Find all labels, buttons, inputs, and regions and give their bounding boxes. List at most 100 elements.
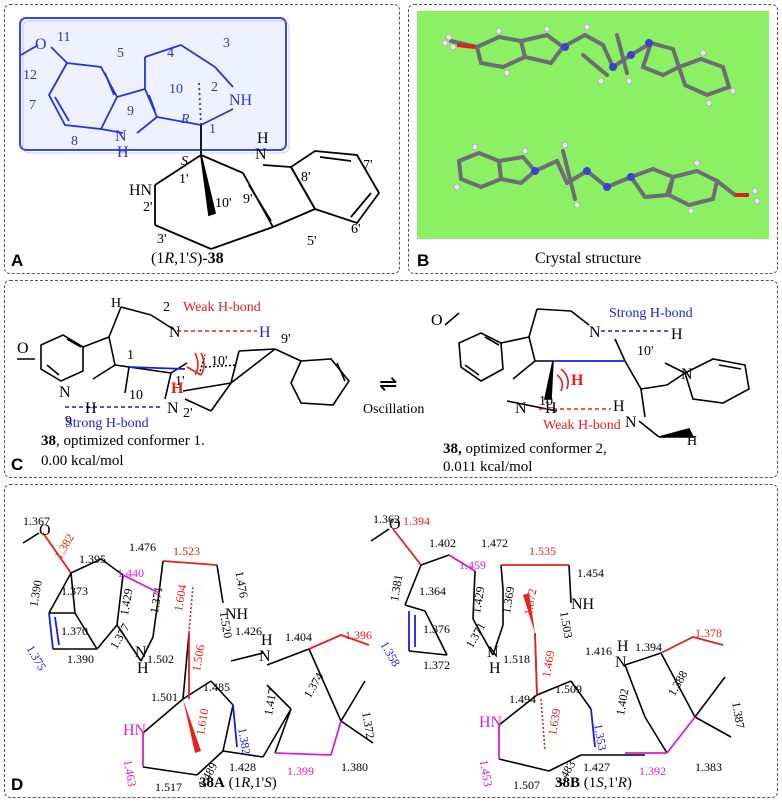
c2-h-bottom: H xyxy=(687,434,697,449)
label-nh2: NH xyxy=(229,92,253,109)
a-1506: 1.506 xyxy=(189,643,207,672)
a-h9p: H xyxy=(261,632,273,649)
c2-strong-label: Strong H-bond xyxy=(609,306,693,321)
a-1476a: 1.476 xyxy=(129,540,156,554)
a-1428: 1.428 xyxy=(229,760,256,774)
a-1373: 1.373 xyxy=(61,584,88,598)
a-1404: 1.404 xyxy=(285,630,312,644)
label-s: S xyxy=(181,154,188,169)
c1-2p: 2' xyxy=(183,406,193,421)
a-h9: H xyxy=(137,660,149,677)
a-1501: 1.501 xyxy=(151,690,178,704)
panel-letter-c: C xyxy=(11,455,24,474)
b-1388: 1.388 xyxy=(665,668,691,698)
c2-n2p: N xyxy=(625,414,637,431)
b-nh2: NH xyxy=(571,596,595,613)
c1-nh-h: H xyxy=(85,400,97,417)
a-1372: 1.372 xyxy=(359,711,377,740)
b-1494: 1.494 xyxy=(509,692,536,706)
b-1427: 1.427 xyxy=(583,760,610,774)
b-1429: 1.429 xyxy=(469,585,487,614)
b-1639: 1.639 xyxy=(545,707,563,736)
b-1402: 1.402 xyxy=(429,536,456,550)
conformer1-caption: 38, optimized conformer 1. xyxy=(41,433,205,449)
c2-10p: 10' xyxy=(637,344,654,359)
b-1362: 1.362 xyxy=(373,512,400,526)
b-1454: 1.454 xyxy=(577,566,604,580)
a-1523: 1.523 xyxy=(173,544,200,558)
label-7: 7 xyxy=(29,98,36,113)
label-h9: H xyxy=(117,144,129,161)
b-1358: 1.358 xyxy=(377,639,403,669)
a-1382: 1.382 xyxy=(51,531,77,561)
a-1370: 1.370 xyxy=(61,624,88,638)
c1-nh: N xyxy=(59,384,71,401)
c1-blue-h: H xyxy=(259,324,271,341)
a-o: O xyxy=(39,522,51,539)
b-1364: 1.364 xyxy=(419,584,446,598)
c2-hn: H xyxy=(613,398,625,415)
c1-10p: 10' xyxy=(211,354,228,369)
b-1392: 1.392 xyxy=(639,764,666,778)
conformer2-caption: 38, optimized conformer 2, xyxy=(443,441,607,457)
b-o: O xyxy=(389,516,401,533)
label-11: 11 xyxy=(57,30,70,45)
c1-strong-label: Strong H-bond xyxy=(65,416,149,431)
a-n9: N xyxy=(135,644,147,661)
b-1503: 1.503 xyxy=(557,610,575,639)
c1-red-h: H xyxy=(171,380,184,397)
crystal-structure-image xyxy=(417,11,769,239)
a-1382b: 1.382 xyxy=(235,727,253,756)
b-1369: 1.369 xyxy=(499,585,517,614)
panel-c: H 2 N 9' 1 1' 10 10' O N 9 N 2' H H H We… xyxy=(4,280,778,478)
label-10p: 10' xyxy=(215,196,232,211)
b-1383: 1.383 xyxy=(695,760,722,774)
c1-weak-label: Weak H-bond xyxy=(183,300,261,315)
label-6p: 6' xyxy=(351,222,361,237)
b-1459: 1.459 xyxy=(459,558,486,572)
a-1396: 1.396 xyxy=(345,628,372,642)
b-n9p: N xyxy=(615,654,627,671)
panel-b-caption: Crystal structure xyxy=(535,250,642,267)
bond-lengths-diagram: 1.367 1.395 1.476 1.390 1.373 1.476 1.42… xyxy=(22,512,748,794)
a-1463: 1.463 xyxy=(121,759,139,788)
b-1518: 1.518 xyxy=(503,652,530,666)
c2-n9: N xyxy=(515,400,527,417)
crystal-molecules xyxy=(441,23,761,215)
label-10: 10 xyxy=(169,82,183,97)
a-1395: 1.395 xyxy=(79,552,106,566)
c2-h9: H xyxy=(545,400,557,417)
c1-9: 9 xyxy=(65,414,72,429)
c2-h: H xyxy=(671,326,683,343)
b-1353: 1.353 xyxy=(591,723,609,752)
a-1417: 1.417 xyxy=(261,687,279,716)
b-1376: 1.376 xyxy=(423,622,450,636)
a-1374: 1.374 xyxy=(301,670,327,700)
a-1517: 1.517 xyxy=(155,780,182,794)
a-1390a: 1.390 xyxy=(26,579,44,608)
label-o: O xyxy=(35,36,47,53)
conformer1-energy: 0.00 kcal/mol xyxy=(41,453,124,469)
label-3: 3 xyxy=(223,36,230,51)
b-1507: 1.507 xyxy=(513,778,540,792)
b-1672: 1.672 xyxy=(521,587,539,616)
structure-38: O 11 12 5 4 3 7 8 9 N H 10 NH 2 R 1 S 1'… xyxy=(19,17,381,250)
panel-a: O 11 12 5 4 3 7 8 9 N H 10 NH 2 R 1 S 1'… xyxy=(4,4,400,274)
oscillation-label: Oscillation xyxy=(363,402,424,417)
a-1604: 1.604 xyxy=(171,583,189,612)
label-9: 9 xyxy=(127,104,134,119)
c2-o: O xyxy=(431,312,443,329)
equilibrium-arrow: ⇌ xyxy=(379,371,397,396)
c2-weak-label: Weak H-bond xyxy=(543,418,621,433)
a-1426: 1.426 xyxy=(235,624,262,638)
c1-2: 2 xyxy=(163,300,170,315)
label-9p: 9' xyxy=(243,192,253,207)
label-7p: 7' xyxy=(363,158,373,173)
c1-n: N xyxy=(169,324,181,341)
panel-letter-a: A xyxy=(11,251,24,270)
panel-a-caption: (1R,1'S)-38 xyxy=(151,250,224,267)
a-1440: 1.440 xyxy=(117,566,144,580)
b-1402b: 1.402 xyxy=(613,687,631,716)
c2-red-h: H xyxy=(571,372,584,389)
label-4: 4 xyxy=(167,46,174,61)
